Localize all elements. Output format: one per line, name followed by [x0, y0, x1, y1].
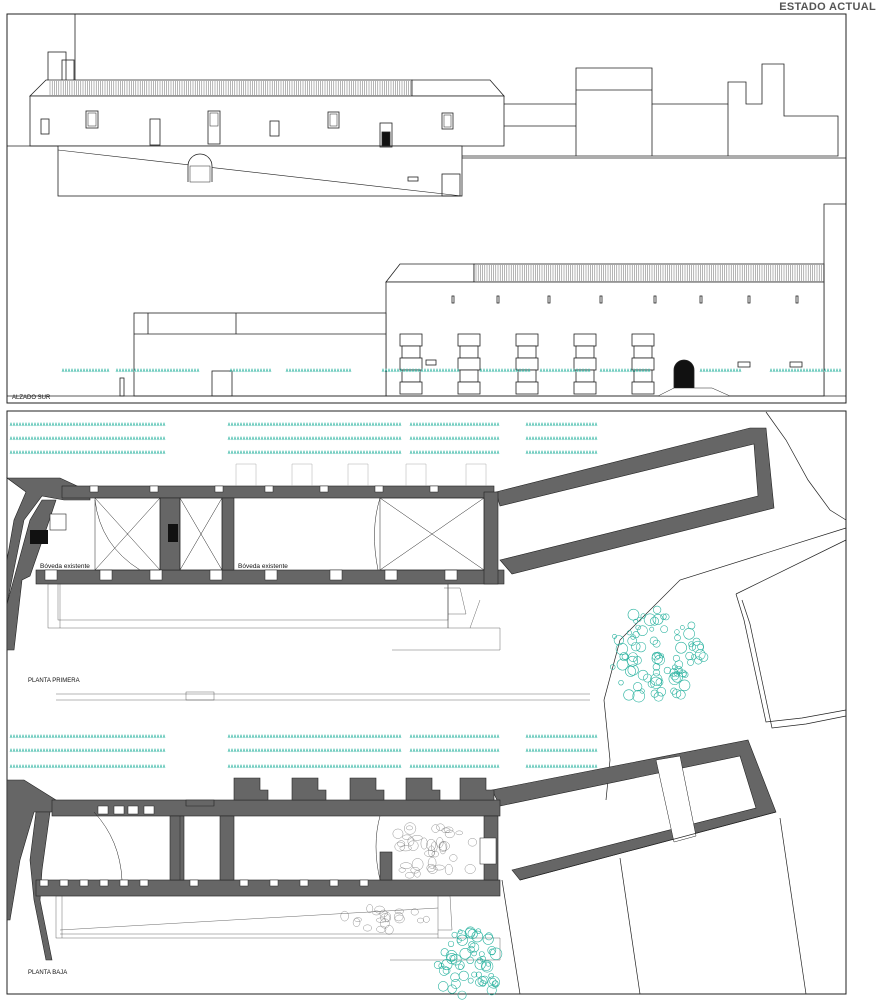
elevation-label: ALZADO SUR: [12, 395, 51, 401]
elevation-frame: [6, 13, 847, 404]
vault-label-1: Bóveda existente: [40, 563, 90, 570]
sheet-title: ESTADO ACTUAL: [779, 1, 876, 13]
plan-baja: PLANTA BAJA: [6, 739, 807, 995]
elevation-upper: [7, 13, 846, 197]
plan-frame: [6, 410, 847, 995]
plan-primera: Bóveda existente Bóveda existente PLANTA…: [6, 411, 847, 801]
elevation-lower: [7, 203, 846, 397]
vault-label-2: Bóveda existente: [238, 563, 288, 570]
grass-strip-icon: [9, 368, 842, 769]
tree-cluster-icon: [433, 605, 709, 1000]
plan-baja-label: PLANTA BAJA: [28, 970, 67, 976]
plan-primera-label: PLANTA PRIMERA: [28, 678, 80, 684]
